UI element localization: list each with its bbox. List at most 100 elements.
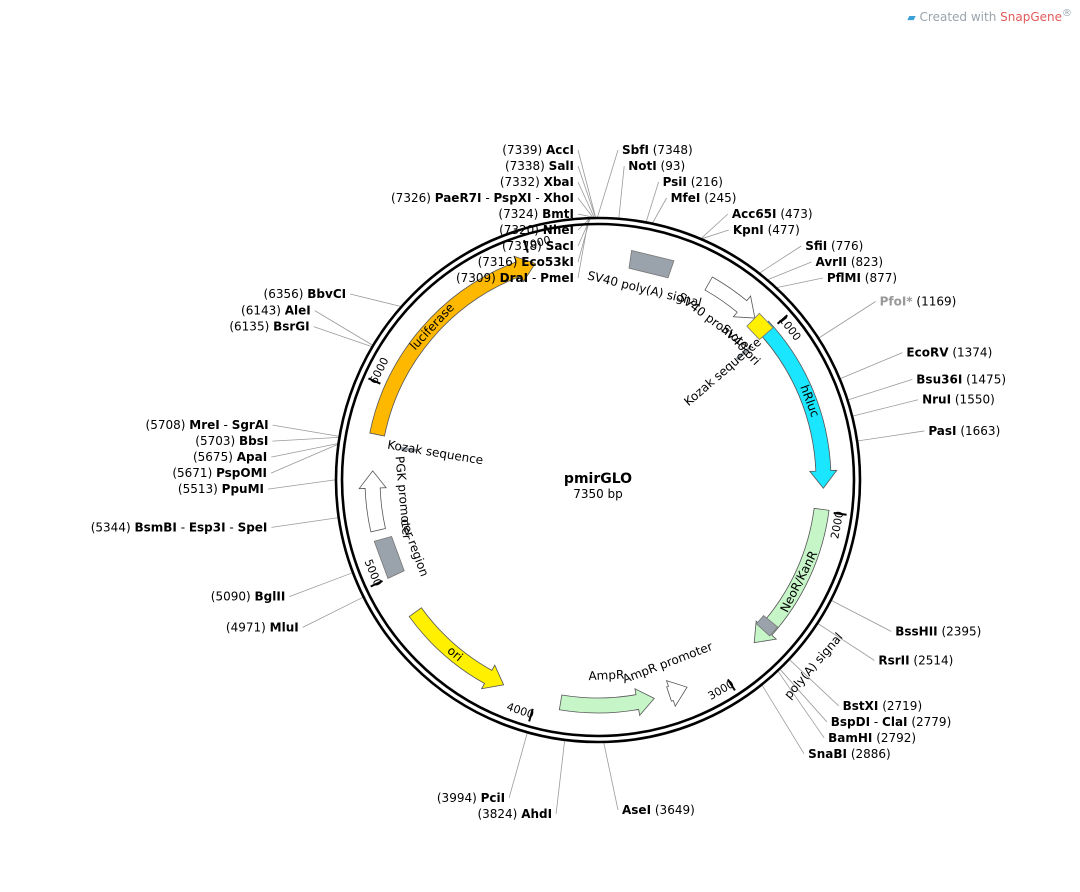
site-ecorv: EcoRV (1374)	[906, 346, 992, 360]
feature-arrow-ori	[408, 607, 505, 690]
site-position: (7316)	[478, 255, 518, 269]
site-enzyme-name: SfiI	[805, 239, 827, 253]
backbone-inner-ring	[340, 222, 856, 738]
site-leader-sali	[577, 165, 596, 218]
site-label-saci: (7318) SacI	[502, 239, 574, 253]
site-label-alei: (6143) AleI	[241, 304, 311, 318]
site-leader-drai-pmei	[577, 217, 590, 279]
site-label-bamhi: BamHI (2792)	[828, 731, 916, 745]
site-label-bsmbi-esp3i-spei: (5344) BsmBI - Esp3I - SpeI	[91, 520, 268, 534]
tick-6000	[368, 377, 381, 385]
site-label-bspdi-clai: BspDI - ClaI (2779)	[831, 715, 952, 729]
site-leader-rsrii	[818, 623, 875, 661]
site-enzyme-name: PspXI	[493, 191, 531, 205]
tick-7000	[523, 239, 529, 253]
site-position: (6356)	[264, 287, 304, 301]
site-enzyme-name: PflMI	[827, 271, 861, 285]
site-label-acci: (7339) AccI	[502, 143, 574, 157]
site-enzyme-name: SgrAI	[232, 418, 269, 432]
site-enzyme-name: SalI	[549, 159, 574, 173]
plasmid-size: 7350 bp	[573, 487, 623, 501]
site-enzyme-name: PsiI	[663, 175, 687, 189]
site-leader-snabi	[761, 685, 805, 755]
site-leader-ppumi	[267, 479, 336, 490]
site-bsshii: BssHII (2395)	[895, 624, 981, 638]
site-enzyme-name: Acc65I	[732, 207, 777, 221]
site-enzyme-name: BmtI	[542, 207, 574, 221]
site-label-pspomi: (5671) PspOMI	[172, 466, 267, 480]
site-position: (473)	[780, 207, 812, 221]
site-position: (7320)	[499, 223, 539, 237]
site-asei: AseI (3649)	[622, 803, 695, 817]
site-leader-pflmi	[777, 277, 823, 288]
site-ppumi: (5513) PpuMI	[178, 482, 264, 496]
site-leader-kpni	[702, 229, 729, 239]
site-position: (2779)	[911, 715, 951, 729]
site-eco53ki: (7316) Eco53kI	[478, 255, 574, 269]
tick-5000	[370, 580, 383, 588]
site-enzyme-name: PpuMI	[222, 482, 264, 496]
site-xbai: (7332) XbaI	[500, 175, 574, 189]
site-enzyme-name: AccI	[546, 143, 574, 157]
site-enzyme-name: AvrII	[815, 255, 847, 269]
site-leader-bglii	[289, 572, 353, 597]
site-label-sfii: SfiI (776)	[805, 239, 863, 253]
site-leader-asei	[603, 742, 619, 811]
site-position: (877)	[865, 271, 897, 285]
feature-kozak-sequence-1: Kozak sequence	[681, 335, 763, 409]
feature-box-sv40-poly-a-signal	[628, 249, 675, 279]
site-enzyme-name: BbvCI	[307, 287, 346, 301]
feature-mark-kozak-sequence-1	[735, 347, 750, 361]
site-position: (7326)	[391, 191, 431, 205]
site-separator: -	[482, 191, 494, 205]
site-enzyme-name: SpeI	[238, 520, 268, 534]
site-position: (7309)	[456, 271, 496, 285]
site-bstxi: BstXI (2719)	[843, 699, 922, 713]
watermark: ▰ Created with SnapGene®	[907, 8, 1072, 24]
site-enzyme-name: PspOMI	[216, 466, 267, 480]
site-drai-pmei: (7309) DraI - PmeI	[456, 271, 574, 285]
site-leader-bstxi	[789, 659, 839, 707]
site-position: (7318)	[502, 239, 542, 253]
plasmid-center-label: pmirGLO 7350 bp	[564, 471, 632, 501]
site-enzyme-name: ApaI	[237, 450, 267, 464]
site-leader-bsmbi-esp3i-spei	[271, 517, 338, 528]
site-nhei: (7320) NheI	[499, 223, 574, 237]
site-position: (4971)	[226, 620, 266, 634]
feature-sv40-poly-a-signal: SV40 poly(A) signal	[586, 249, 703, 310]
site-label-bmti: (7324) BmtI	[498, 207, 574, 221]
site-pflmi: PflMI (877)	[827, 271, 897, 285]
site-label-mlui: (4971) MluI	[226, 620, 299, 634]
site-enzyme-name: BbsI	[239, 434, 268, 448]
site-label-ppumi: (5513) PpuMI	[178, 482, 264, 496]
site-bbvci: (6356) BbvCI	[264, 287, 347, 301]
site-acc65i: Acc65I (473)	[732, 207, 813, 221]
site-enzyme-name: XhoI	[543, 191, 574, 205]
feature-arrow-hrluc	[756, 320, 838, 489]
site-label-pflmi: PflMI (877)	[827, 271, 897, 285]
site-leader-pspomi	[270, 444, 338, 474]
site-enzyme-name: RsrII	[878, 653, 909, 667]
site-enzyme-name: BssHII	[895, 624, 937, 638]
feature-box-sv40-ori	[746, 312, 774, 341]
site-leader-ecorv	[840, 352, 903, 379]
site-label-pfoi: PfoI* (1169)	[880, 295, 957, 309]
site-enzyme-name: BspDI	[831, 715, 870, 729]
site-label-nrui: NruI (1550)	[922, 393, 995, 407]
site-leader-bsu36i	[848, 378, 913, 401]
site-pfoi: PfoI* (1169)	[880, 295, 957, 309]
site-sali: (7338) SalI	[505, 159, 574, 173]
site-label-pasi: PasI (1663)	[928, 424, 1000, 438]
site-separator: -	[177, 520, 189, 534]
site-position: (2514)	[913, 653, 953, 667]
feature-box-poly-a-signal	[755, 615, 779, 637]
site-label-ahdi: (3824) AhdI	[477, 807, 552, 821]
site-leader-mfei	[652, 197, 667, 223]
feature-hrluc: hRluc	[756, 320, 838, 489]
site-position: (2395)	[941, 624, 981, 638]
site-leader-bbsi	[272, 436, 339, 442]
feature-arrow-luciferase	[369, 255, 536, 437]
site-leader-paer7i-pspxi-xhoi	[577, 197, 593, 218]
tick-4000	[528, 708, 534, 722]
